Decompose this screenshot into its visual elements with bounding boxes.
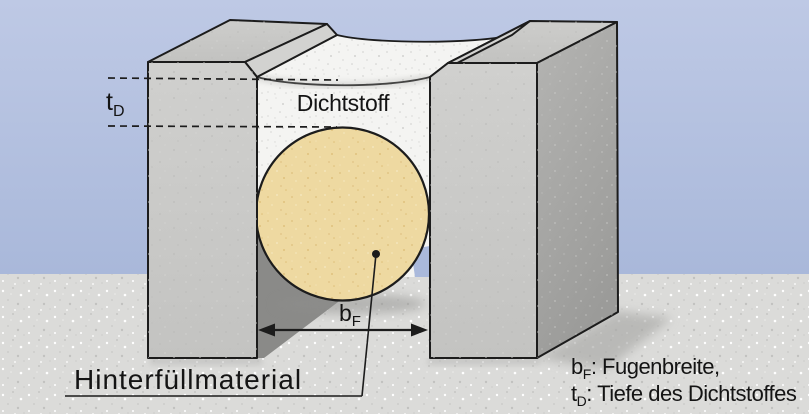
right-concrete-block [429, 20, 619, 359]
left-concrete-block [147, 19, 338, 359]
leader-dot [372, 250, 380, 258]
left-block-base-shadow [150, 357, 262, 365]
sealant-label: Dichtstoff [297, 90, 390, 116]
width-arrowhead-left [258, 323, 275, 337]
leader-line [361, 253, 377, 397]
block-cast-shadow [537, 311, 672, 370]
width-symbol-label: bF [339, 300, 361, 330]
annotations [65, 77, 428, 397]
joint-interior [254, 74, 431, 358]
right-block-base-shadow [428, 357, 540, 365]
depth-dashed-line-bottom [107, 125, 338, 128]
depth-dashed-line-top [107, 77, 339, 81]
backing-rod-shadow [274, 294, 426, 314]
backing-material-label: Hinterfüllmaterial [74, 364, 302, 395]
depth-symbol-label: tD [106, 88, 125, 120]
legend-line-2: tD: Tiefe des Dichtstoffes [571, 381, 797, 409]
width-arrowhead-right [411, 323, 428, 337]
backing-rod-circle [254, 126, 431, 302]
legend-line-1: bF: Fugenbreite, [571, 354, 720, 382]
